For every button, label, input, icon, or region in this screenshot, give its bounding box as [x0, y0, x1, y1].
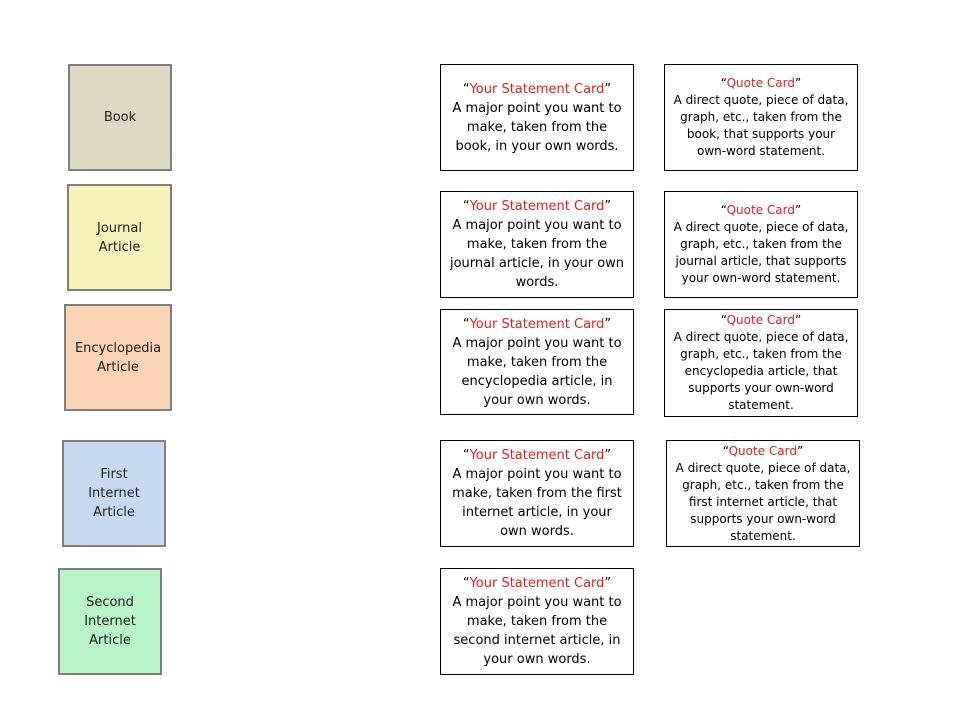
source-box-encyclopedia-article: Encyclopedia Article	[64, 304, 172, 411]
statement-card-title: “Your Statement Card”	[462, 81, 612, 97]
source-box-book: Book	[68, 64, 172, 171]
quote-card-title: “Quote Card”	[722, 443, 804, 458]
statement-card-title: “Your Statement Card”	[462, 576, 612, 591]
quote-card-body: A direct quote, piece of data, graph, et…	[673, 220, 849, 285]
source-label-book: Book	[103, 110, 137, 125]
statement-card-book: “Your Statement Card” A major point you …	[440, 64, 634, 171]
source-box-second-internet-article: Second Internet Article	[58, 568, 162, 675]
statement-card-title: “Your Statement Card”	[462, 199, 612, 214]
statement-card-title: “Your Statement Card”	[462, 316, 612, 332]
statement-card-journal-article: “Your Statement Card” A major point you …	[440, 191, 634, 298]
statement-card-second-internet-article: “Your Statement Card” A major point you …	[440, 568, 634, 675]
statement-card-encyclopedia-article: “Your Statement Card” A major point you …	[440, 309, 634, 415]
quote-card-title: “Quote Card”	[720, 76, 802, 90]
source-box-journal-article: Journal Article	[67, 184, 172, 291]
quote-card-book: “Quote Card” A direct quote, piece of da…	[664, 64, 858, 171]
statement-card-title: “Your Statement Card”	[462, 448, 612, 463]
statement-card-body: A major point you want to make, taken fr…	[452, 335, 622, 408]
statement-card-body: A major point you want to make, taken fr…	[452, 100, 622, 154]
statement-card-body: A major point you want to make, taken fr…	[452, 467, 622, 539]
quote-card-body: A direct quote, piece of data, graph, et…	[675, 460, 851, 543]
quote-card-title: “Quote Card”	[720, 203, 802, 217]
source-box-first-internet-article: First Internet Article	[62, 440, 166, 547]
statement-card-first-internet-article: “Your Statement Card” A major point you …	[440, 440, 634, 547]
statement-card-body: A major point you want to make, taken fr…	[449, 218, 625, 290]
quote-card-first-internet-article: “Quote Card” A direct quote, piece of da…	[666, 440, 860, 547]
source-label-journal-article: Journal Article	[97, 220, 142, 255]
source-label-first-internet-article: First Internet Article	[88, 467, 140, 520]
quote-card-journal-article: “Quote Card” A direct quote, piece of da…	[664, 191, 858, 298]
quote-card-body: A direct quote, piece of data, graph, et…	[673, 330, 849, 412]
quote-card-title: “Quote Card”	[720, 313, 802, 327]
quote-card-encyclopedia-article: “Quote Card” A direct quote, piece of da…	[664, 309, 858, 417]
source-label-second-internet-article: Second Internet Article	[84, 595, 136, 648]
source-label-encyclopedia-article: Encyclopedia Article	[74, 340, 162, 375]
statement-card-body: A major point you want to make, taken fr…	[452, 595, 622, 667]
quote-card-body: A direct quote, piece of data, graph, et…	[673, 93, 849, 158]
